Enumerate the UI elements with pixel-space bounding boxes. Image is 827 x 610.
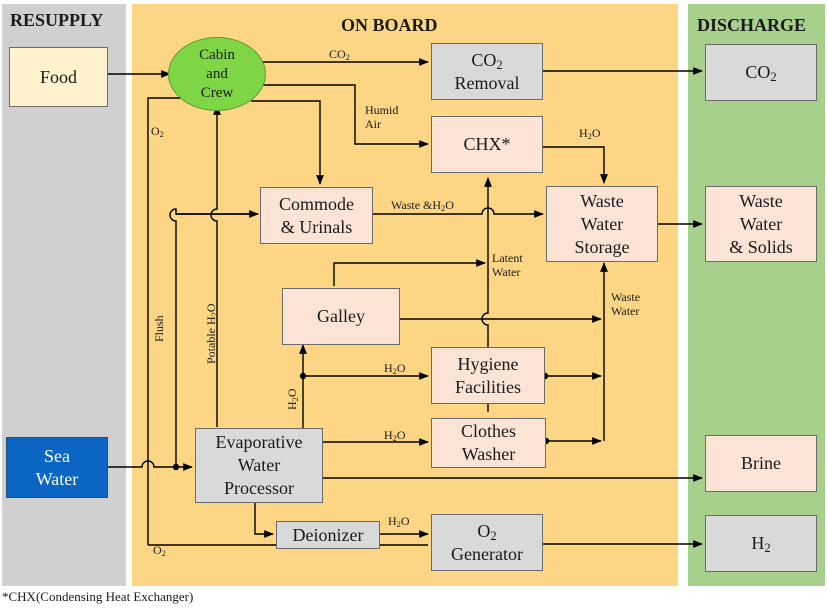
potable-text: Potable H: [204, 316, 218, 364]
h2o-deion-sub: 2: [396, 520, 401, 530]
chx-box: CHX*: [431, 116, 543, 173]
o2-bottom-sub: 2: [161, 549, 166, 559]
h2o-chx-label: H2O: [579, 126, 601, 142]
h2o-hygiene-label: H2O: [384, 361, 406, 377]
commode-box: Commode & Urinals: [260, 187, 373, 244]
evaporative-water-processor-box: Evaporative Water Processor: [195, 428, 323, 503]
co2-flow-sub: 2: [345, 53, 350, 63]
h2o-chx-sub: 2: [587, 132, 592, 142]
o2-top-sub: 2: [159, 130, 164, 140]
h2o-hyg-h: H: [384, 361, 393, 375]
o2-generator-word: Generator: [451, 543, 523, 564]
flush-label: Flush: [152, 315, 166, 342]
h2o-hyg-o: O: [396, 361, 406, 375]
potable-o: O: [204, 303, 218, 313]
potable-sub: 2: [210, 312, 220, 317]
hygiene-box: Hygiene Facilities: [431, 347, 545, 404]
co2-removal-sub: 2: [496, 57, 503, 72]
potable-h2o-label: Potable H2O: [204, 303, 219, 364]
co2-removal-box: CO2 Removal: [431, 43, 543, 100]
waste-h2o-text: Waste &H: [391, 198, 442, 212]
co2-removal-word: Removal: [454, 72, 520, 93]
waste-h2o-label: Waste &H2O: [391, 198, 454, 214]
o2-generator-sub: 2: [490, 528, 497, 543]
latent-water-label: Latent Water: [492, 251, 523, 279]
cabin-crew-ellipse: Cabin and Crew: [168, 37, 266, 111]
o2-generator-o: O: [477, 520, 491, 541]
co2-flow-co: CO: [329, 47, 346, 61]
waste-water-storage-box: Waste Water Storage: [546, 186, 658, 262]
h2o-cloth-o: O: [396, 428, 406, 442]
h2o-vertical-label: H2O: [285, 388, 300, 410]
h2-out-h: H: [751, 533, 765, 553]
co2-out-co: CO: [745, 62, 771, 82]
o2-generator-box: O2 Generator: [431, 514, 543, 571]
h2o-deionizer-label: H2O: [388, 514, 410, 530]
onboard-title: ON BOARD: [341, 15, 438, 35]
o2-generator-label: O2 Generator: [451, 520, 523, 566]
h2o-cloth-h: H: [384, 428, 393, 442]
brine-box: Brine: [705, 435, 817, 492]
o2-bottom-o: O: [153, 543, 162, 557]
h2-out-label: H2: [751, 532, 770, 555]
waste-h2o-sub: 2: [441, 204, 446, 214]
co2-out-sub: 2: [770, 70, 777, 85]
o2-top-label: O2: [151, 124, 164, 140]
resupply-title: RESUPPLY: [10, 10, 104, 30]
h2o-chx-h: H: [579, 126, 588, 140]
deionizer-box: Deionizer: [276, 521, 380, 549]
h2o-cloth-sub: 2: [392, 434, 397, 444]
food-box: Food: [9, 47, 108, 107]
waste-h2o-o: O: [445, 198, 454, 212]
h2o-vert-sub: 2: [291, 397, 301, 402]
waste-water-solids-box: Waste Water & Solids: [705, 186, 817, 262]
h2o-hyg-sub: 2: [392, 367, 397, 377]
co2-removal-label: CO2 Removal: [455, 49, 520, 95]
o2-bottom-label: O2: [153, 543, 166, 559]
h2o-vert-h: H: [285, 401, 299, 410]
h2-out-sub: 2: [764, 541, 771, 556]
h2o-deion-h: H: [388, 514, 397, 528]
h2o-chx-o: O: [591, 126, 601, 140]
waste-water-label: Waste Water: [611, 290, 641, 318]
co2-removal-co: CO: [471, 49, 497, 70]
h2o-deion-o: O: [400, 514, 410, 528]
sea-water-box: Sea Water: [6, 437, 108, 498]
footnote: *CHX(Condensing Heat Exchanger): [2, 589, 194, 604]
galley-box: Galley: [282, 288, 400, 345]
h2o-vert-o: O: [285, 388, 299, 398]
humid-air-label: Humid Air: [365, 103, 399, 131]
co2-flow-label: CO2: [329, 47, 350, 63]
co2-out-label: CO2: [745, 61, 776, 84]
co2-out-box: CO2: [705, 44, 817, 101]
discharge-title: DISCHARGE: [697, 15, 807, 35]
o2-top-o: O: [151, 124, 160, 138]
clothes-washer-box: Clothes Washer: [431, 418, 546, 468]
h2-out-box: H2: [705, 515, 817, 572]
h2o-clothes-label: H2O: [384, 428, 406, 444]
